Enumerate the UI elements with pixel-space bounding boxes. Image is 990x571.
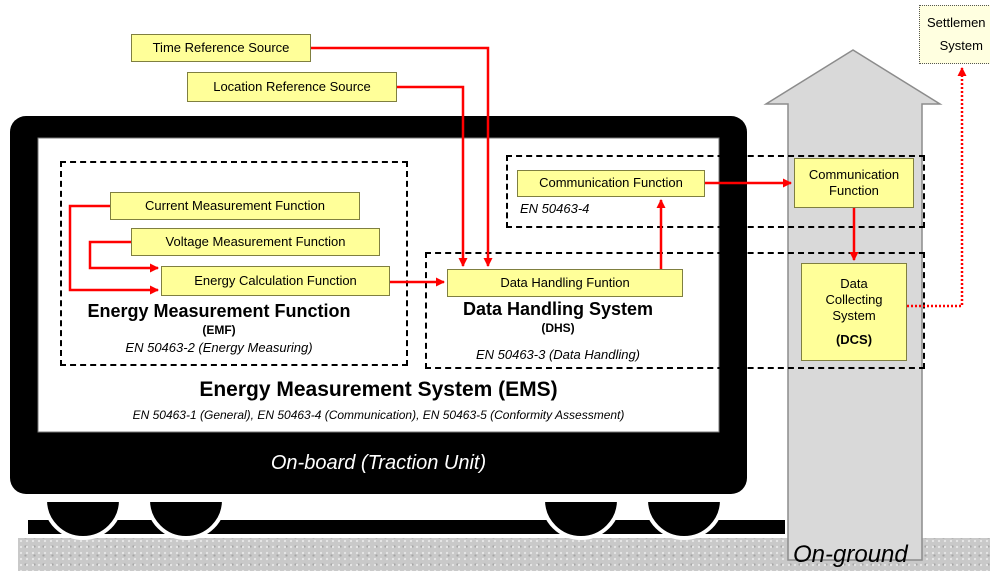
energy-calculation-function-box: Energy Calculation Function <box>161 266 390 296</box>
settlement-line2: System <box>939 37 983 53</box>
arrow-current-to-calc <box>68 204 159 295</box>
ground-communication-function-box: Communication Function <box>794 158 914 208</box>
settlement-line1: Settlemen <box>927 15 986 31</box>
emf-abbr: (EMF) <box>202 323 236 337</box>
ems-title: Energy Measurement System (EMS) <box>199 378 558 401</box>
arrow-voltage-to-calc <box>88 240 159 273</box>
emf-dashed-box <box>60 161 408 366</box>
arrow-time-to-dhf <box>311 46 493 267</box>
onboard-label: On-board (Traction Unit) <box>270 452 487 474</box>
data-handling-function-box: Data Handling Funtion <box>447 269 683 297</box>
wheel-3 <box>540 498 622 540</box>
dhs-abbr: (DHS) <box>541 321 575 335</box>
location-reference-source-box: Location Reference Source <box>187 72 397 102</box>
data-collecting-system-box: Data Collecting System (DCS) <box>801 263 907 361</box>
wheel-4 <box>643 498 725 540</box>
dcs-line1: Data <box>840 275 868 291</box>
wheel-1 <box>42 498 124 540</box>
dhs-title: Data Handling System <box>462 299 654 319</box>
time-reference-source-box: Time Reference Source <box>131 34 311 62</box>
current-measurement-function-box: Current Measurement Function <box>110 192 360 220</box>
ground-comm-line2: Function <box>829 183 879 198</box>
emf-standard: EN 50463-2 (Energy Measuring) <box>125 340 313 355</box>
dhs-standard: EN 50463-3 (Data Handling) <box>475 347 641 362</box>
onground-label: On-ground <box>793 541 908 568</box>
onboard-communication-function-box: Communication Function <box>517 170 705 197</box>
dcs-line2: Collecting <box>825 291 883 307</box>
voltage-measurement-function-box: Voltage Measurement Function <box>131 228 380 256</box>
communication-dashed-box <box>506 155 925 228</box>
dcs-abbr: (DCS) <box>835 332 873 348</box>
settlement-system-box: Settlemen System <box>919 5 990 64</box>
dhs-dashed-box <box>425 252 925 369</box>
communication-standard: EN 50463-4 <box>520 201 590 216</box>
wheel-2 <box>145 498 227 540</box>
arrow-dcs-to-settlement <box>907 67 967 308</box>
dcs-line3: System <box>832 308 876 323</box>
emf-title: Energy Measurement Function <box>87 301 351 321</box>
arrow-location-to-dhf <box>397 85 468 267</box>
ground-comm-line1: Communication <box>808 166 900 182</box>
ems-standards: EN 50463-1 (General), EN 50463-4 (Commun… <box>132 408 625 422</box>
wheels <box>42 498 725 540</box>
